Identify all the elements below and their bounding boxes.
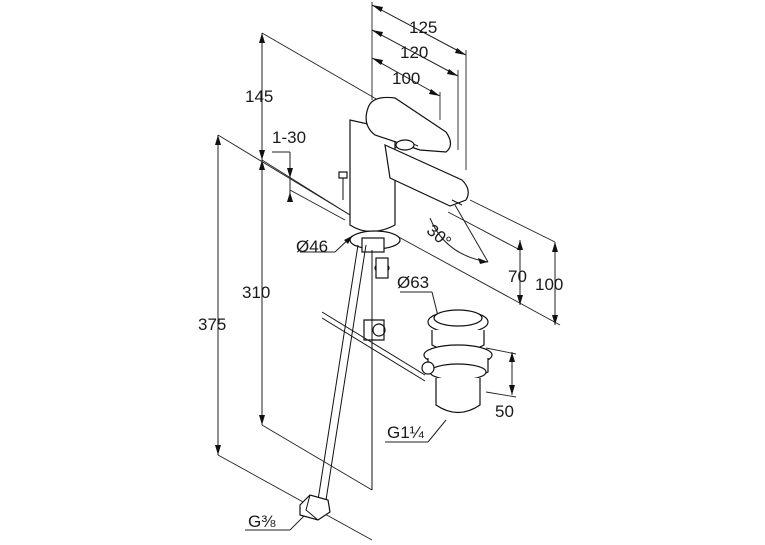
faucet-lever (365, 96, 452, 153)
faucet-spout (384, 143, 469, 207)
dim-label-g1-quarter: G1¼ (387, 423, 425, 442)
dim-label-310: 310 (242, 283, 270, 302)
dimension-lines (215, 4, 558, 531)
extension-lines (217, 2, 561, 541)
supply-hose (317, 244, 359, 501)
dim-label-diameter-63: Ø63 (397, 273, 429, 292)
dim-label-100-right: 100 (535, 275, 563, 294)
dim-label-diameter-46: Ø46 (296, 237, 328, 256)
waste-valve (421, 309, 493, 414)
dim-label-50: 50 (495, 402, 514, 421)
dim-label-g3-8: G⅜ (248, 512, 276, 531)
dim-label-70: 70 (508, 267, 527, 286)
dim-label-375: 375 (198, 315, 226, 334)
faucet (299, 96, 469, 521)
dim-label-145: 145 (245, 87, 273, 106)
dim-label-1-30: 1-30 (272, 128, 306, 147)
hose-nut (299, 494, 331, 521)
dim-label-100-top: 100 (392, 69, 420, 88)
dim-label-125: 125 (409, 18, 437, 37)
dim-label-120: 120 (400, 43, 428, 62)
dim-label-30-degree: 30° (423, 221, 455, 252)
